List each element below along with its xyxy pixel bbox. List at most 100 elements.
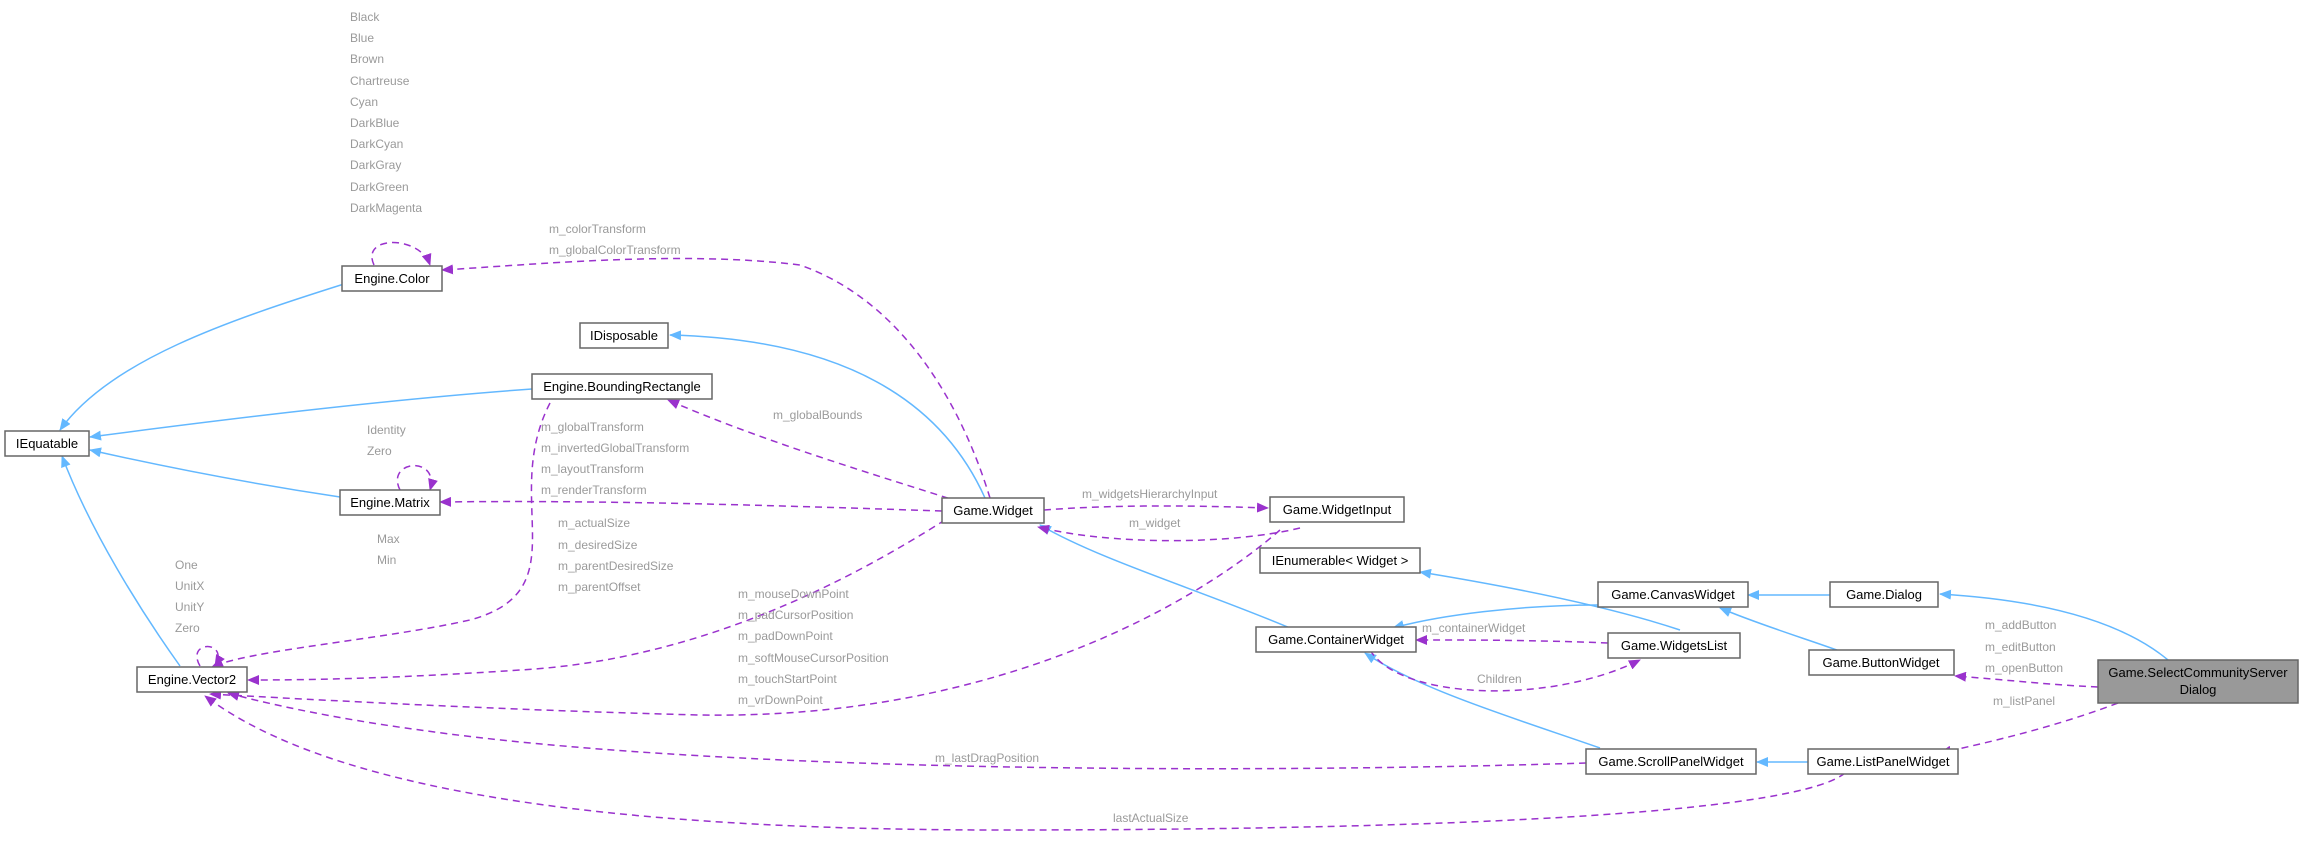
label-add-button: m_addButton <box>1985 618 2056 632</box>
label-open-button: m_openButton <box>1985 661 2063 675</box>
label-color-black: Black <box>350 10 380 24</box>
label-color-transform: m_colorTransform <box>549 222 646 236</box>
label-m-widget: m_widget <box>1129 516 1181 530</box>
node-game-canvas-widget[interactable]: Game.CanvasWidget <box>1597 581 1749 608</box>
label-soft-mouse-cursor-position: m_softMouseCursorPosition <box>738 651 889 665</box>
node-game-widget-input[interactable]: Game.WidgetInput <box>1269 496 1405 523</box>
node-select-community-server-dialog[interactable]: Game.SelectCommunityServer Dialog <box>2097 659 2299 704</box>
edge-container-to-widgetslist <box>1369 649 1641 692</box>
edge-vector2-to-iequatable <box>61 455 181 667</box>
node-game-widget[interactable]: Game.Widget <box>941 497 1045 524</box>
label-widgets-hierarchy-input: m_widgetsHierarchyInput <box>1082 487 1218 501</box>
edge-select-to-listpanel <box>1939 702 2119 756</box>
label-touch-start-point: m_touchStartPoint <box>738 672 837 686</box>
edge-select-to-buttonwidget <box>1954 671 2099 688</box>
node-game-button-widget-label: Game.ButtonWidget <box>1822 655 1939 670</box>
edge-listpanel-to-vector2 <box>204 695 1846 831</box>
label-layout-transform: m_layoutTransform <box>541 462 644 476</box>
label-pad-cursor-position: m_padCursorPosition <box>738 608 853 622</box>
node-game-scroll-panel-widget[interactable]: Game.ScrollPanelWidget <box>1585 748 1757 775</box>
edge-button-to-canvas <box>1719 607 1846 654</box>
label-matrix-zero: Zero <box>367 444 392 458</box>
label-desired-size: m_desiredSize <box>558 538 638 552</box>
label-list-panel: m_listPanel <box>1993 694 2055 708</box>
label-color-brown: Brown <box>350 52 384 66</box>
node-game-widget-label: Game.Widget <box>953 503 1033 518</box>
node-idisposable-label: IDisposable <box>590 328 658 343</box>
node-game-list-panel-widget-label: Game.ListPanelWidget <box>1817 754 1950 769</box>
label-color-cyan: Cyan <box>350 95 378 109</box>
label-color-darkgreen: DarkGreen <box>350 180 409 194</box>
node-engine-bounding-rectangle[interactable]: Engine.BoundingRectangle <box>531 373 713 400</box>
label-vector2-unitx: UnitX <box>175 579 204 593</box>
node-select-dialog-line1: Game.SelectCommunityServer <box>2108 665 2288 680</box>
edge-select-to-dialog <box>1939 589 2169 661</box>
edge-matrix-self <box>396 464 438 491</box>
edge-widgetslist-to-container <box>1415 635 1609 646</box>
edge-widgetslist-to-ienumerable <box>1419 568 1681 631</box>
node-game-container-widget-label: Game.ContainerWidget <box>1268 632 1404 647</box>
edge-color-to-iequatable <box>59 283 345 431</box>
label-last-drag-position: m_lastDragPosition <box>935 751 1039 765</box>
label-parent-desired-size: m_parentDesiredSize <box>558 559 674 573</box>
node-ienumerable-widget[interactable]: IEnumerable< Widget > <box>1259 547 1421 574</box>
label-actual-size: m_actualSize <box>558 516 630 530</box>
node-game-widgets-list[interactable]: Game.WidgetsList <box>1607 632 1741 659</box>
edge-boundingrect-to-iequatable <box>89 388 533 441</box>
node-game-container-widget[interactable]: Game.ContainerWidget <box>1255 626 1417 653</box>
label-global-transform: m_globalTransform <box>541 420 644 434</box>
edge-widgetinput-to-vector2 <box>209 529 1281 716</box>
node-idisposable[interactable]: IDisposable <box>579 322 669 349</box>
label-color-darkblue: DarkBlue <box>350 116 400 130</box>
edge-widget-to-color <box>441 257 991 499</box>
edge-color-self <box>371 241 432 266</box>
label-matrix-identity: Identity <box>367 423 406 437</box>
label-global-color-transform: m_globalColorTransform <box>549 243 681 257</box>
node-engine-color-label: Engine.Color <box>354 271 430 286</box>
node-iequatable-label: IEquatable <box>16 436 78 451</box>
label-vector2-zero: Zero <box>175 621 200 635</box>
label-vector2-one: One <box>175 558 198 572</box>
edge-labels: Black Blue Brown Chartreuse Cyan DarkBlu… <box>175 10 2063 825</box>
inheritance-edges <box>59 283 2169 767</box>
label-mouse-down-point: m_mouseDownPoint <box>738 587 849 601</box>
usage-edges <box>196 241 2119 831</box>
edge-boundingrect-to-vector2 <box>211 402 551 668</box>
label-vr-down-point: m_vrDownPoint <box>738 693 823 707</box>
edge-matrix-to-iequatable <box>89 447 341 498</box>
label-render-transform: m_renderTransform <box>541 483 647 497</box>
label-color-chartreuse: Chartreuse <box>350 74 410 88</box>
node-game-dialog-label: Game.Dialog <box>1846 587 1922 602</box>
node-engine-vector2-label: Engine.Vector2 <box>148 672 236 687</box>
label-color-darkgray: DarkGray <box>350 158 401 172</box>
node-engine-color[interactable]: Engine.Color <box>341 265 443 292</box>
edge-widget-to-widgetinput <box>1043 502 1269 513</box>
label-parent-offset: m_parentOffset <box>558 580 641 594</box>
node-engine-matrix[interactable]: Engine.Matrix <box>339 489 441 516</box>
node-engine-bounding-rectangle-label: Engine.BoundingRectangle <box>543 379 701 394</box>
label-color-darkmagenta: DarkMagenta <box>350 201 422 215</box>
node-select-dialog-line2: Dialog <box>2180 682 2217 697</box>
node-game-button-widget[interactable]: Game.ButtonWidget <box>1808 649 1955 676</box>
edge-widgetinput-to-widget <box>1037 524 1301 542</box>
edge-widget-to-matrix <box>439 496 943 512</box>
node-ienumerable-widget-label: IEnumerable< Widget > <box>1272 553 1409 568</box>
label-global-bounds: m_globalBounds <box>773 408 862 422</box>
node-game-scroll-panel-widget-label: Game.ScrollPanelWidget <box>1598 754 1744 769</box>
node-engine-matrix-label: Engine.Matrix <box>350 495 430 510</box>
edge-vector2-self <box>196 645 225 667</box>
node-game-widgets-list-label: Game.WidgetsList <box>1621 638 1728 653</box>
label-max: Max <box>377 532 400 546</box>
node-game-widget-input-label: Game.WidgetInput <box>1283 502 1392 517</box>
edge-widget-to-idisposable <box>669 330 986 499</box>
node-engine-vector2[interactable]: Engine.Vector2 <box>136 666 248 693</box>
node-game-dialog[interactable]: Game.Dialog <box>1829 581 1939 608</box>
label-container-widget: m_containerWidget <box>1422 621 1526 635</box>
edge-widget-to-boundingrect <box>667 399 961 503</box>
label-edit-button: m_editButton <box>1985 640 2056 654</box>
node-iequatable[interactable]: IEquatable <box>4 430 90 457</box>
label-last-actual-size: lastActualSize <box>1113 811 1189 825</box>
node-game-list-panel-widget[interactable]: Game.ListPanelWidget <box>1807 748 1959 775</box>
label-pad-down-point: m_padDownPoint <box>738 629 833 643</box>
